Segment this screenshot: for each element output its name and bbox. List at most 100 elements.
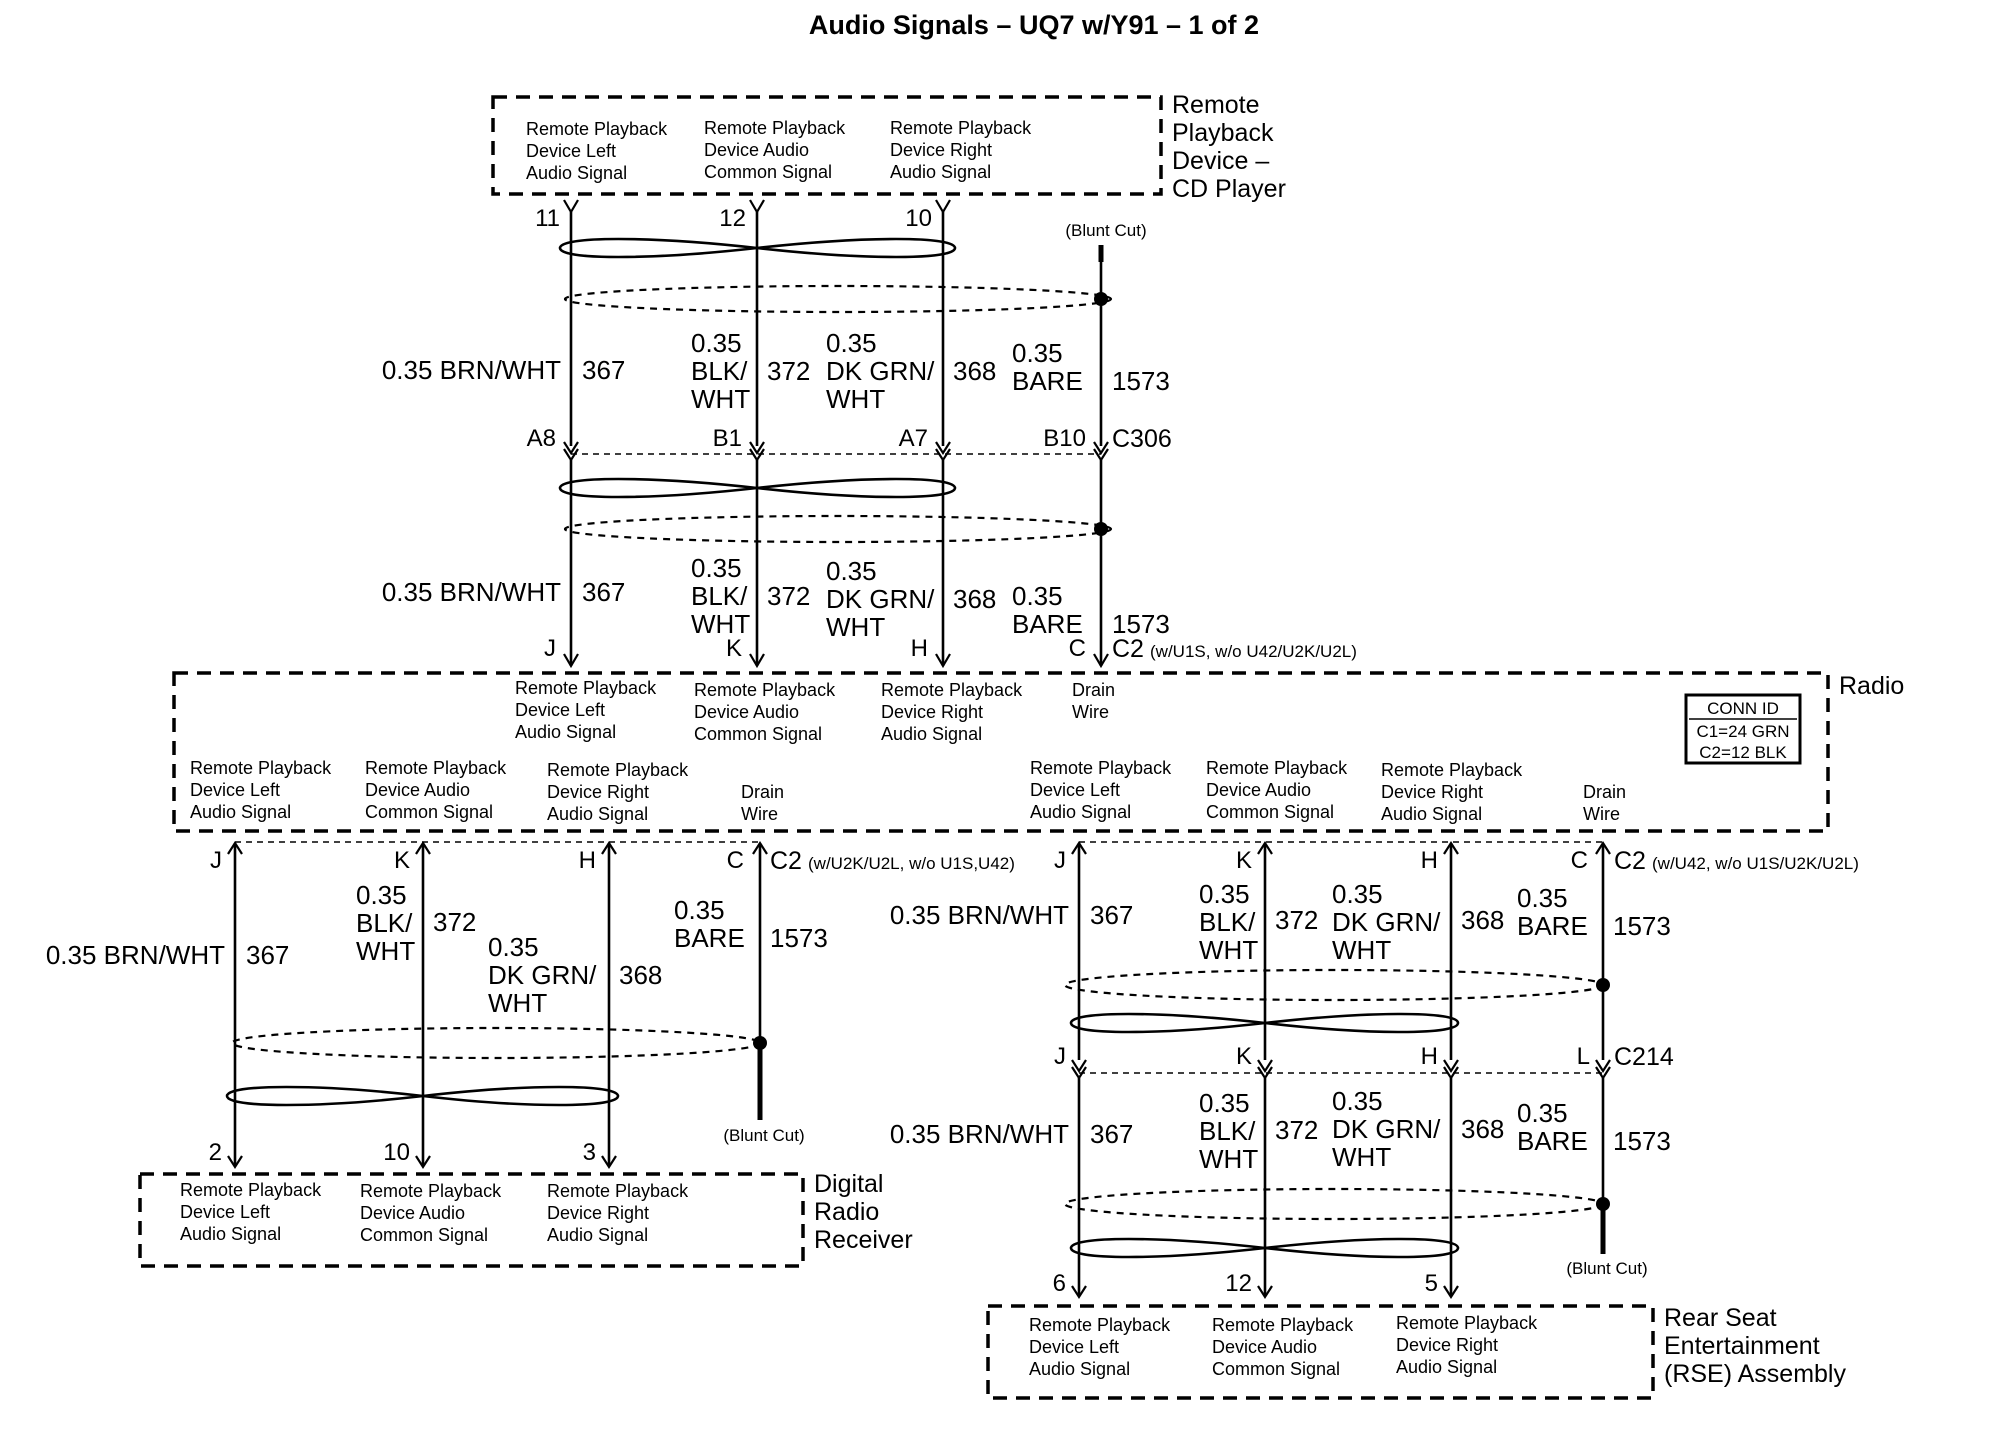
wire-372-circuit-seg-br1: 372 bbox=[1275, 905, 1318, 935]
radio-br-label-common-1: Remote Playback bbox=[1206, 758, 1348, 778]
twisted-pair-symbol-seg-br1 bbox=[1069, 1012, 1460, 1034]
wire-372-gauge-seg-br2: 0.35 bbox=[1199, 1088, 1250, 1118]
c306-pin-b1: B1 bbox=[713, 425, 742, 452]
digital-radio-pin-3: 3 bbox=[583, 1139, 596, 1166]
wire-1573-color-seg-br2: BARE bbox=[1517, 1126, 1588, 1156]
wire-368-color1-seg2: DK GRN/ bbox=[826, 584, 935, 614]
wire-1573-gauge-seg-bl: 0.35 bbox=[674, 895, 725, 925]
twisted-pair-symbol-seg-bl bbox=[225, 1085, 620, 1107]
blunt-cut-br: (Blunt Cut) bbox=[1566, 1259, 1647, 1278]
cd-player-box bbox=[491, 95, 1163, 196]
c214-k-terminal bbox=[1257, 1059, 1273, 1074]
segment-cd-to-c306: 0.35 BRN/WHT 367 0.35 BLK/ WHT 372 0.35 … bbox=[382, 212, 1170, 446]
digital-radio-pin-3-terminal bbox=[601, 1155, 617, 1170]
wire-368-circuit-seg-br2: 368 bbox=[1461, 1114, 1504, 1144]
radio-br-label-drain-1: Drain bbox=[1583, 782, 1626, 802]
wire-372-color2-seg-br2: WHT bbox=[1199, 1144, 1258, 1174]
wire-372-color1-seg-bl: BLK/ bbox=[356, 908, 413, 938]
drain-splice-seg-br1 bbox=[1596, 978, 1610, 992]
rse-pin-12: 12 bbox=[1225, 1270, 1252, 1297]
wire-367-label-seg-br2: 0.35 BRN/WHT bbox=[890, 1119, 1069, 1149]
cd-label-right-2: Device Right bbox=[890, 140, 992, 160]
wire-368-color2-seg-br2: WHT bbox=[1332, 1142, 1391, 1172]
radio-top-label-drain-2: Wire bbox=[1072, 702, 1109, 722]
radio-name: Radio bbox=[1839, 672, 1904, 700]
radio-top-label-right-1: Remote Playback bbox=[881, 680, 1023, 700]
rse-name-1: Rear Seat bbox=[1664, 1304, 1777, 1332]
wire-368-circuit-seg-bl: 368 bbox=[619, 960, 662, 990]
rse-name-3: (RSE) Assembly bbox=[1664, 1360, 1846, 1388]
rse-label-common-1: Remote Playback bbox=[1212, 1315, 1354, 1335]
rse-pin-6-terminal bbox=[1071, 1285, 1087, 1300]
c306-name: C306 bbox=[1112, 425, 1172, 453]
shield-seg-br1 bbox=[1063, 968, 1605, 1002]
radio-bl-label-left-1: Remote Playback bbox=[190, 758, 332, 778]
wire-372-color1-seg1: BLK/ bbox=[691, 356, 748, 386]
radio-bl-c2-note: (w/U2K/U2L, w/o U1S,U42) bbox=[808, 854, 1015, 873]
wire-1573-gauge-seg-br2: 0.35 bbox=[1517, 1098, 1568, 1128]
radio-br-label-common-2: Device Audio bbox=[1206, 780, 1311, 800]
c306-pin-a7: A7 bbox=[899, 425, 928, 452]
connector-c214: J K H L C214 bbox=[1054, 1043, 1674, 1081]
wire-367-circuit-seg1: 367 bbox=[582, 355, 625, 385]
rse-pin-6: 6 bbox=[1053, 1270, 1066, 1297]
wire-1573-circuit-seg-br2: 1573 bbox=[1613, 1126, 1671, 1156]
digital-radio-label-left-1: Remote Playback bbox=[180, 1180, 322, 1200]
radio-br-label-right-2: Device Right bbox=[1381, 782, 1483, 802]
radio-top-label-left-1: Remote Playback bbox=[515, 678, 657, 698]
radio-top-j-terminal bbox=[563, 653, 579, 669]
wire-1573-color-seg-br1: BARE bbox=[1517, 911, 1588, 941]
c306-a8-terminal bbox=[563, 441, 579, 456]
c214-pin-j: J bbox=[1054, 1043, 1066, 1070]
radio-bl-label-common-3: Common Signal bbox=[365, 802, 493, 822]
radio-component: Radio CONN ID C1=24 GRN C2=12 BLK Remote… bbox=[172, 671, 1904, 833]
c306-b1-terminal bbox=[749, 441, 765, 456]
twisted-pair-symbol-seg-br2 bbox=[1069, 1237, 1460, 1259]
radio-box bbox=[172, 671, 1830, 833]
c214-h-terminal bbox=[1443, 1059, 1459, 1074]
c214-name: C214 bbox=[1614, 1043, 1674, 1071]
segment-c306-to-radio: 0.35 BRN/WHT 367 0.35 BLK/ WHT 372 0.35 … bbox=[382, 460, 1170, 666]
wire-368-color2-seg-bl: WHT bbox=[488, 988, 547, 1018]
digital-radio-label-common-3: Common Signal bbox=[360, 1225, 488, 1245]
wire-368-gauge-seg-br1: 0.35 bbox=[1332, 879, 1383, 909]
radio-bl-label-drain-2: Wire bbox=[741, 804, 778, 824]
rse-label-common-3: Common Signal bbox=[1212, 1359, 1340, 1379]
cd-label-common-3: Common Signal bbox=[704, 162, 832, 182]
wire-368-color1-seg-br2: DK GRN/ bbox=[1332, 1114, 1441, 1144]
wire-372-circuit-seg-br2: 372 bbox=[1275, 1115, 1318, 1145]
radio-bl-pin-k: K bbox=[394, 847, 410, 874]
rse-label-right-3: Audio Signal bbox=[1396, 1357, 1497, 1377]
cd-pin-11: 11 bbox=[535, 205, 560, 232]
rse-label-left-3: Audio Signal bbox=[1029, 1359, 1130, 1379]
digital-radio-name-1: Digital bbox=[814, 1170, 883, 1198]
wire-1573-gauge-seg1: 0.35 bbox=[1012, 338, 1063, 368]
wire-1573-color-seg2: BARE bbox=[1012, 609, 1083, 639]
wire-1573-gauge-seg2: 0.35 bbox=[1012, 581, 1063, 611]
wire-368-circuit-seg-br1: 368 bbox=[1461, 905, 1504, 935]
c214-pin-k: K bbox=[1236, 1043, 1252, 1070]
radio-top-label-common-2: Device Audio bbox=[694, 702, 799, 722]
wire-1573-circuit-seg2: 1573 bbox=[1112, 609, 1170, 639]
shield-seg-bl bbox=[230, 1026, 762, 1060]
drain-splice-seg-br2 bbox=[1596, 1197, 1610, 1211]
radio-top-c-terminal bbox=[1093, 653, 1109, 669]
radio-top-label-right-2: Device Right bbox=[881, 702, 983, 722]
wire-372-gauge-seg-bl: 0.35 bbox=[356, 880, 407, 910]
wire-372-color1-seg-br2: BLK/ bbox=[1199, 1116, 1256, 1146]
radio-top-label-left-2: Device Left bbox=[515, 700, 605, 720]
connector-c306: A8 B1 A7 B10 C306 bbox=[527, 425, 1172, 463]
radio-top-pin-c: C bbox=[1069, 635, 1086, 662]
wire-368-color1-seg-br1: DK GRN/ bbox=[1332, 907, 1441, 937]
conn-id-c2: C2=12 BLK bbox=[1699, 743, 1787, 762]
wire-1573-color-seg-bl: BARE bbox=[674, 923, 745, 953]
wire-368-color2-seg2: WHT bbox=[826, 612, 885, 642]
cd-pin-11-terminal bbox=[563, 199, 579, 215]
wire-368-gauge-seg-br2: 0.35 bbox=[1332, 1086, 1383, 1116]
radio-br-label-right-3: Audio Signal bbox=[1381, 804, 1482, 824]
radio-top-label-left-3: Audio Signal bbox=[515, 722, 616, 742]
digital-radio-label-right-2: Device Right bbox=[547, 1203, 649, 1223]
radio-top-pin-h: H bbox=[911, 635, 928, 662]
wire-372-circuit-seg-bl: 372 bbox=[433, 907, 476, 937]
digital-radio-component: Digital Radio Receiver Remote Playback D… bbox=[138, 1170, 913, 1268]
